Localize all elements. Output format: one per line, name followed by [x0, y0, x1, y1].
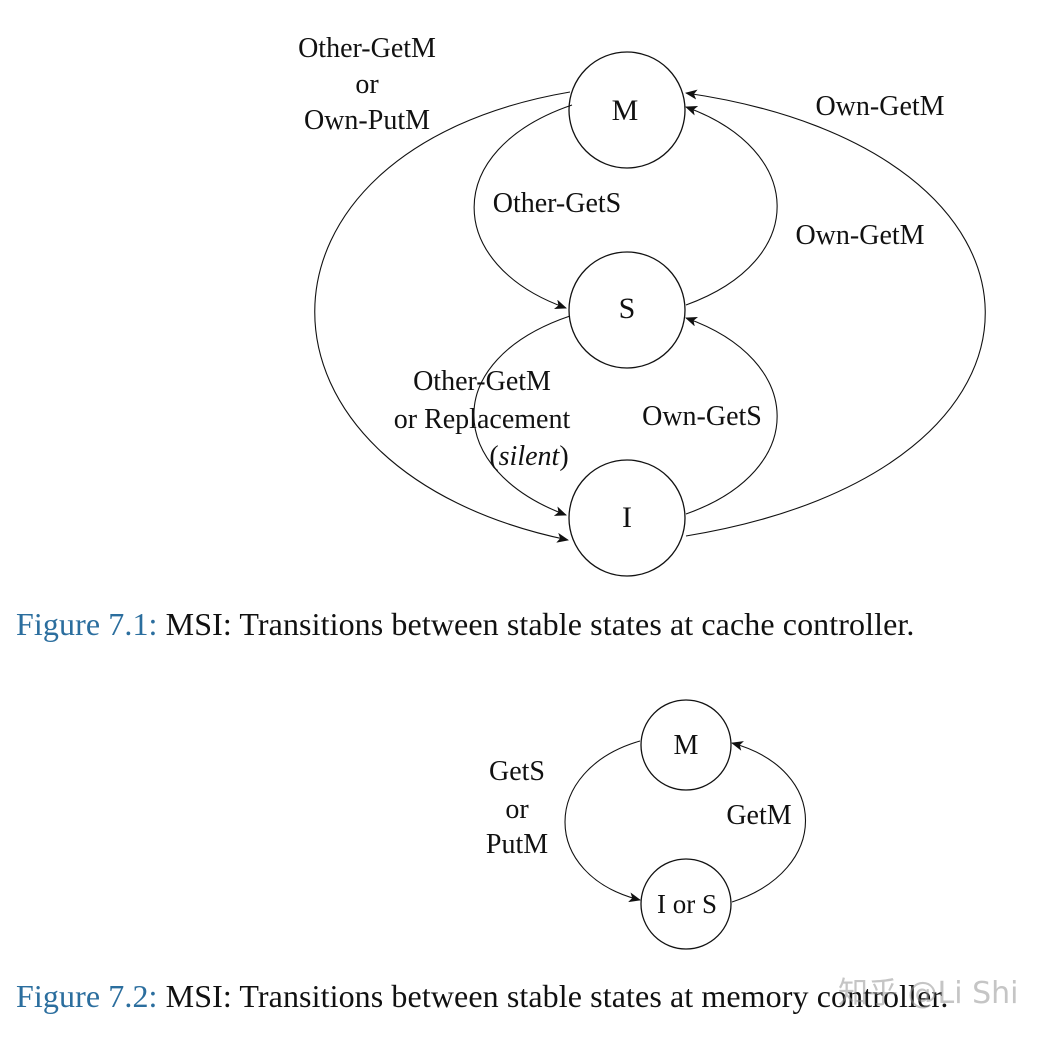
state-m: [568, 51, 686, 169]
state-m-memory-label: M: [674, 730, 699, 761]
state-s: [568, 251, 686, 369]
edge-m-to-i-label-line3: Own-PutM: [304, 105, 430, 136]
state-i: [568, 459, 686, 577]
figure-7-1-label[interactable]: Figure 7.1:: [16, 606, 158, 642]
edge-i-to-s: [685, 316, 778, 515]
edge-s-to-i-paren-close: ): [559, 441, 568, 472]
figure-7-2-diagram: M I or S GetS or PutM GetM: [486, 699, 807, 950]
edge-m-to-is-memory-label-line3: PutM: [486, 829, 548, 860]
edge-m-to-i-label-line2: or: [355, 69, 379, 100]
edge-is-to-m-memory: [731, 741, 807, 903]
edge-m-to-i-label-line1: Other-GetM: [298, 33, 436, 64]
edge-s-to-m-label: Own-GetM: [795, 220, 924, 251]
watermark: 知乎 @Li Shi: [838, 976, 1019, 1011]
edge-m-to-s: [473, 104, 573, 310]
edge-m-to-s-label: Other-GetS: [493, 188, 622, 219]
edge-s-to-i: [473, 315, 571, 516]
edge-m-to-i: [314, 91, 571, 543]
edge-i-to-m: [685, 89, 986, 537]
edge-m-to-is-memory-label-line2: or: [505, 794, 529, 825]
figure-7-2-caption-text: MSI: Transitions between stable states a…: [157, 978, 949, 1014]
figure-7-1-caption: Figure 7.1: MSI: Transitions between sta…: [16, 606, 915, 643]
state-i-label: I: [622, 501, 632, 534]
edge-m-to-is-memory-label-line1: GetS: [489, 756, 545, 787]
state-m-label: M: [612, 94, 639, 127]
edge-s-to-i-label-line3: (silent): [489, 441, 568, 472]
edge-i-to-m-label: Own-GetM: [815, 91, 944, 122]
figure-7-2-caption: Figure 7.2: MSI: Transitions between sta…: [16, 978, 948, 1015]
edge-s-to-m: [685, 106, 778, 306]
figure-7-1-caption-text: MSI: Transitions between stable states a…: [157, 606, 915, 642]
state-s-label: S: [619, 292, 636, 325]
edge-is-to-m-memory-label: GetM: [726, 800, 791, 831]
state-i-or-s-memory: [640, 858, 732, 950]
edge-s-to-i-silent: silent: [499, 441, 561, 472]
edge-m-to-is-memory: [564, 740, 641, 903]
figure-7-1-diagram: M S I Other-GetM or Own-PutM Own-GetM Ot…: [298, 33, 986, 577]
edge-i-to-s-label: Own-GetS: [642, 401, 762, 432]
figure-7-2-label[interactable]: Figure 7.2:: [16, 978, 158, 1014]
state-i-or-s-memory-label: I or S: [657, 889, 717, 919]
edge-s-to-i-paren-open: (: [489, 441, 498, 472]
edge-s-to-i-label-line1: Other-GetM: [413, 366, 551, 397]
edge-s-to-i-label-line2: or Replacement: [394, 404, 571, 435]
state-m-memory: [640, 699, 732, 791]
